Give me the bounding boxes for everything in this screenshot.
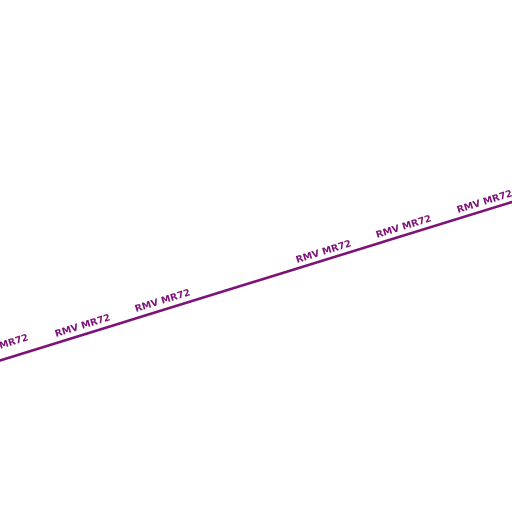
bus-route-line[interactable] — [0, 200, 512, 362]
